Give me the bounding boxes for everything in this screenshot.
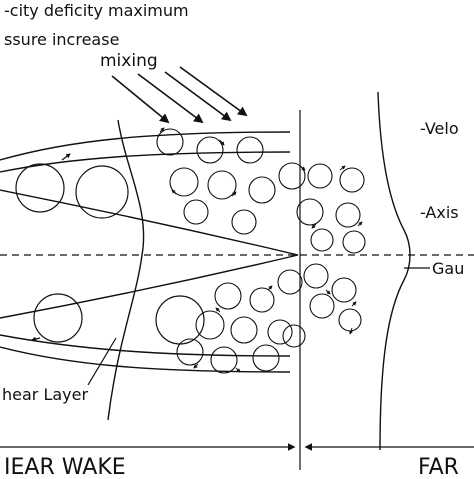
vortex-arrow: [299, 165, 306, 171]
vortex: [176, 338, 204, 366]
outer-top-boundary: [0, 131, 291, 161]
vortex-arrow: [61, 153, 71, 161]
mixing-label: mixing: [100, 51, 158, 71]
vortex: [156, 128, 184, 156]
mixing-arrow: [111, 75, 170, 124]
mixing-arrow: [164, 71, 232, 122]
outer-bottom-boundary: [0, 346, 291, 373]
pressure-increase-label: ssure increase: [4, 30, 119, 49]
vortex-arrow: [159, 127, 165, 133]
vortex: [248, 176, 276, 204]
vortex-arrow: [231, 191, 237, 197]
vortex: [195, 310, 225, 340]
vortex: [339, 167, 365, 193]
vortex: [15, 163, 65, 213]
large-vortex-arrows: [31, 153, 71, 342]
vortex: [303, 263, 329, 289]
vortex: [252, 344, 280, 372]
vortex: [75, 165, 129, 219]
velocity-profile-curve: [107, 119, 145, 421]
velocity-deficity-label: -city deficity maximum: [4, 1, 189, 20]
vortex-arrow: [357, 221, 363, 227]
vortex-arrow: [219, 139, 225, 146]
vortex: [196, 136, 224, 164]
small-vortices-bottom: [176, 263, 362, 374]
vortex: [278, 162, 306, 190]
vortex: [310, 228, 334, 252]
vortex: [249, 287, 275, 313]
vortex-arrow: [349, 327, 353, 335]
mixing-arrows: [111, 66, 248, 124]
vortex: [282, 324, 306, 348]
vortex: [207, 170, 237, 200]
vortex: [342, 230, 366, 254]
wake-center-top: [0, 189, 299, 256]
vortex-arrow: [339, 165, 346, 171]
vortex: [335, 202, 361, 228]
mixing-arrow: [137, 73, 204, 124]
vortex: [210, 346, 238, 374]
vortex: [169, 167, 199, 197]
vortex-arrow: [235, 367, 241, 373]
vortex: [231, 209, 257, 235]
vortex-arrow: [325, 289, 331, 295]
vortex-arrow: [31, 336, 41, 342]
vortex-arrow: [351, 301, 357, 307]
vortex: [236, 136, 264, 164]
vortex: [307, 163, 333, 189]
vortex: [277, 269, 303, 295]
vortex: [214, 282, 242, 310]
vortex-arrow: [193, 363, 199, 369]
shear-layer-label: hear Layer: [2, 385, 88, 404]
vortex: [230, 316, 258, 344]
vortex-arrow: [311, 223, 317, 229]
vortex-arrow: [171, 189, 177, 195]
axis-label: -Axis: [420, 203, 459, 222]
vortex: [267, 319, 293, 345]
vortex: [296, 198, 324, 226]
mixing-arrow: [179, 66, 248, 117]
small-vortex-arrows: [159, 127, 363, 373]
large-vortices: [15, 163, 205, 345]
shear-layer-lines: [0, 131, 299, 373]
velo-label: -Velo: [420, 119, 459, 138]
shear-layer-pointer: [87, 337, 117, 386]
vortex-arrow: [215, 307, 221, 313]
far-wake-profile: [377, 91, 411, 451]
vortex-arrow: [267, 285, 273, 291]
vortex: [183, 199, 209, 225]
vortex: [309, 293, 335, 319]
small-vortices-top: [156, 128, 366, 254]
inner-bottom-boundary: [0, 334, 291, 357]
wake-center-bottom: [0, 254, 299, 319]
gau-label: Gau: [432, 259, 464, 278]
vortex: [331, 277, 357, 303]
vortex: [33, 293, 83, 343]
near-wake-label: IEAR WAKE: [4, 455, 126, 474]
vortex: [338, 308, 362, 332]
far-wake-label: FAR: [418, 455, 459, 474]
